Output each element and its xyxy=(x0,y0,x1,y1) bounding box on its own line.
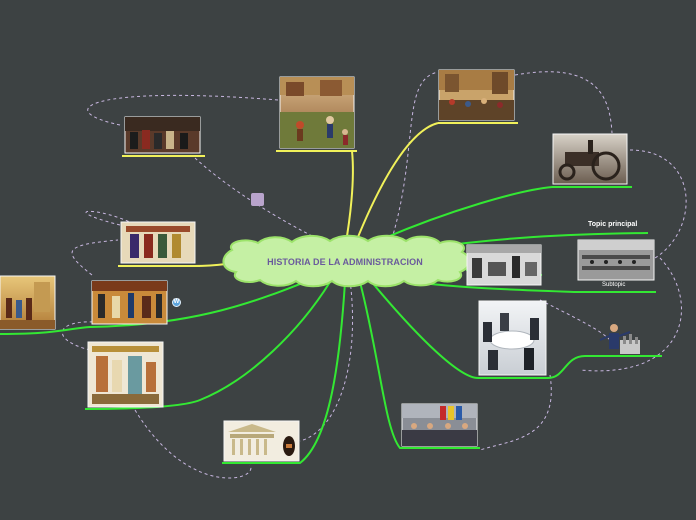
relation-mural-loop xyxy=(85,210,131,226)
relationship-lines xyxy=(61,71,687,479)
relation-council-medieval xyxy=(87,94,279,126)
factory-workers-image[interactable] xyxy=(466,244,542,286)
branch-steam xyxy=(379,186,553,241)
renaissance-market-image[interactable] xyxy=(438,69,515,121)
branch-scribes xyxy=(84,281,331,410)
council-meeting-image[interactable] xyxy=(124,116,201,154)
branch-papyrus xyxy=(0,275,321,335)
byzantine-mural-image[interactable] xyxy=(120,221,196,264)
relation-central-market xyxy=(389,71,439,246)
press-conference-image[interactable] xyxy=(401,403,478,447)
central-topic-label[interactable]: HISTORIA DE LA ADMINISTRACION xyxy=(267,257,423,267)
medieval-village-image[interactable] xyxy=(279,76,355,149)
wordpress-icon[interactable]: W xyxy=(172,298,181,307)
greek-temple-image[interactable] xyxy=(223,420,300,462)
relation-market-steam xyxy=(514,71,613,134)
relation-meeting-press xyxy=(479,374,552,451)
relation-assembly-speaker xyxy=(539,299,611,341)
egyptian-papyrus-image[interactable] xyxy=(91,280,168,325)
central-topic[interactable] xyxy=(222,234,471,288)
business-meeting-image[interactable] xyxy=(478,300,547,376)
relation-council-central xyxy=(194,157,321,241)
branch-market xyxy=(351,122,439,253)
egyptian-scribes-image[interactable] xyxy=(87,341,164,408)
egyptian-workers-image[interactable] xyxy=(0,275,56,330)
executive-speaker-image[interactable] xyxy=(599,324,640,354)
branch-press xyxy=(359,281,480,449)
floating-topic-label[interactable]: Topic principal xyxy=(588,221,638,228)
relation-papyrus-mural xyxy=(71,239,119,276)
subtopic-label[interactable]: Subtopic xyxy=(602,282,626,288)
branch-medieval xyxy=(344,150,354,249)
note-icon[interactable] xyxy=(251,193,264,206)
branch-meeting-speaker xyxy=(369,279,662,379)
green-branches xyxy=(0,186,662,464)
relation-steam-factory xyxy=(629,149,687,259)
assembly-line-image[interactable] xyxy=(577,239,655,281)
steam-engine-image[interactable] xyxy=(552,133,628,185)
central-topic-shape[interactable] xyxy=(222,234,471,288)
branch-temple xyxy=(222,281,346,464)
relation-scribes-temple xyxy=(134,409,252,479)
